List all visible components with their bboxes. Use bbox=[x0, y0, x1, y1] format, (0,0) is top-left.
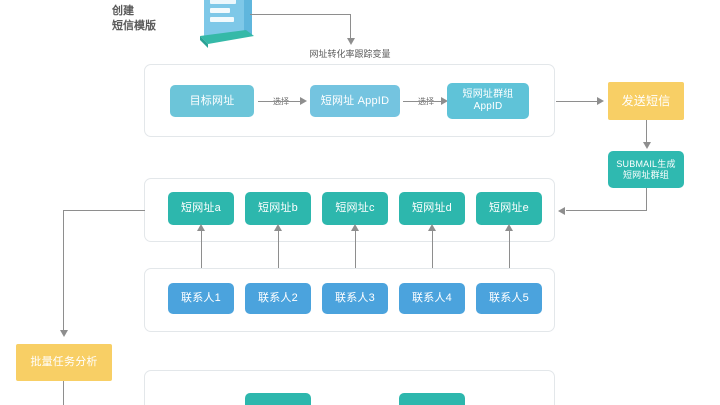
arrow-icon-to-tracking bbox=[347, 38, 355, 45]
node-short-url-group-appid-label: 短网址群组 AppID bbox=[462, 89, 514, 112]
connector-target-to-appid bbox=[258, 101, 305, 102]
node-submail-generate[interactable]: SUBMAIL生成 短网址群组 bbox=[608, 151, 684, 188]
node-contact-5-label: 联系人5 bbox=[489, 292, 529, 305]
arrow-send-sms-to-submail bbox=[643, 142, 651, 149]
connector-a-1 bbox=[201, 228, 202, 282]
node-contact-3-label: 联系人3 bbox=[335, 292, 375, 305]
arrow-c-3-up bbox=[351, 224, 359, 231]
node-send-sms[interactable]: 发送短信 bbox=[608, 82, 684, 120]
arrow-flow-to-send-sms bbox=[597, 97, 604, 105]
node-target-url-label: 目标网址 bbox=[189, 94, 235, 107]
node-contact-1[interactable]: 联系人1 bbox=[168, 283, 234, 314]
node-bottom-box-2[interactable] bbox=[399, 393, 465, 405]
connector-send-sms-to-submail bbox=[646, 120, 647, 144]
node-send-sms-label: 发送短信 bbox=[621, 93, 671, 108]
node-short-url-c-label: 短网址c bbox=[335, 202, 375, 215]
node-short-url-c[interactable]: 短网址c bbox=[322, 192, 388, 225]
node-short-url-b[interactable]: 短网址b bbox=[245, 192, 311, 225]
connector-b-2 bbox=[278, 228, 279, 282]
arrow-submail-to-shorturls bbox=[558, 207, 565, 215]
connector-c-3 bbox=[355, 228, 356, 282]
node-short-url-e[interactable]: 短网址e bbox=[476, 192, 542, 225]
sms-template-icon bbox=[200, 0, 254, 48]
connector-submail-left bbox=[566, 210, 647, 211]
node-target-url[interactable]: 目标网址 bbox=[170, 85, 254, 117]
arrow-a-1-up bbox=[197, 224, 205, 231]
connector-e-5 bbox=[509, 228, 510, 282]
connector-appid-to-group bbox=[403, 101, 446, 102]
connector-batch-down bbox=[63, 381, 64, 405]
node-bottom-box-1[interactable] bbox=[245, 393, 311, 405]
node-short-url-b-label: 短网址b bbox=[258, 202, 298, 215]
node-short-url-a[interactable]: 短网址a bbox=[168, 192, 234, 225]
node-contact-5[interactable]: 联系人5 bbox=[476, 283, 542, 314]
arrow-e-5-up bbox=[505, 224, 513, 231]
connector-submail-down bbox=[646, 188, 647, 211]
node-contact-1-label: 联系人1 bbox=[181, 292, 221, 305]
bottom-panel bbox=[144, 370, 555, 405]
node-short-url-group-appid[interactable]: 短网址群组 AppID bbox=[447, 83, 529, 119]
node-short-url-d[interactable]: 短网址d bbox=[399, 192, 465, 225]
node-short-url-d-label: 短网址d bbox=[412, 202, 452, 215]
node-contact-2[interactable]: 联系人2 bbox=[245, 283, 311, 314]
node-contact-3[interactable]: 联系人3 bbox=[322, 283, 388, 314]
create-sms-template-label: 创建 短信模版 bbox=[112, 5, 156, 32]
node-submail-generate-label: SUBMAIL生成 短网址群组 bbox=[616, 158, 676, 180]
connector-left-down-to-batch bbox=[63, 210, 64, 332]
connector-flow-to-send-sms bbox=[556, 101, 601, 102]
tracking-variable-label: 网址转化率跟踪变量 bbox=[309, 49, 391, 59]
arrow-to-batch-analysis bbox=[60, 330, 68, 337]
node-short-url-e-label: 短网址e bbox=[489, 202, 529, 215]
node-contact-4-label: 联系人4 bbox=[412, 292, 452, 305]
arrow-appid-to-group bbox=[441, 97, 448, 105]
arrow-d-4-up bbox=[428, 224, 436, 231]
node-contact-2-label: 联系人2 bbox=[258, 292, 298, 305]
node-short-url-appid[interactable]: 短网址 AppID bbox=[310, 85, 400, 117]
arrow-target-to-appid bbox=[300, 97, 307, 105]
connector-d-4 bbox=[432, 228, 433, 282]
node-batch-task-analysis[interactable]: 批量任务分析 bbox=[16, 344, 112, 381]
node-batch-task-analysis-label: 批量任务分析 bbox=[30, 356, 98, 369]
node-short-url-appid-label: 短网址 AppID bbox=[320, 94, 390, 107]
connector-shorturl-panel-left bbox=[63, 210, 145, 211]
node-short-url-a-label: 短网址a bbox=[181, 202, 221, 215]
node-contact-4[interactable]: 联系人4 bbox=[399, 283, 465, 314]
arrow-b-2-up bbox=[274, 224, 282, 231]
connector-icon-to-tracking-v bbox=[350, 14, 351, 39]
connector-icon-to-tracking-h bbox=[250, 14, 351, 15]
